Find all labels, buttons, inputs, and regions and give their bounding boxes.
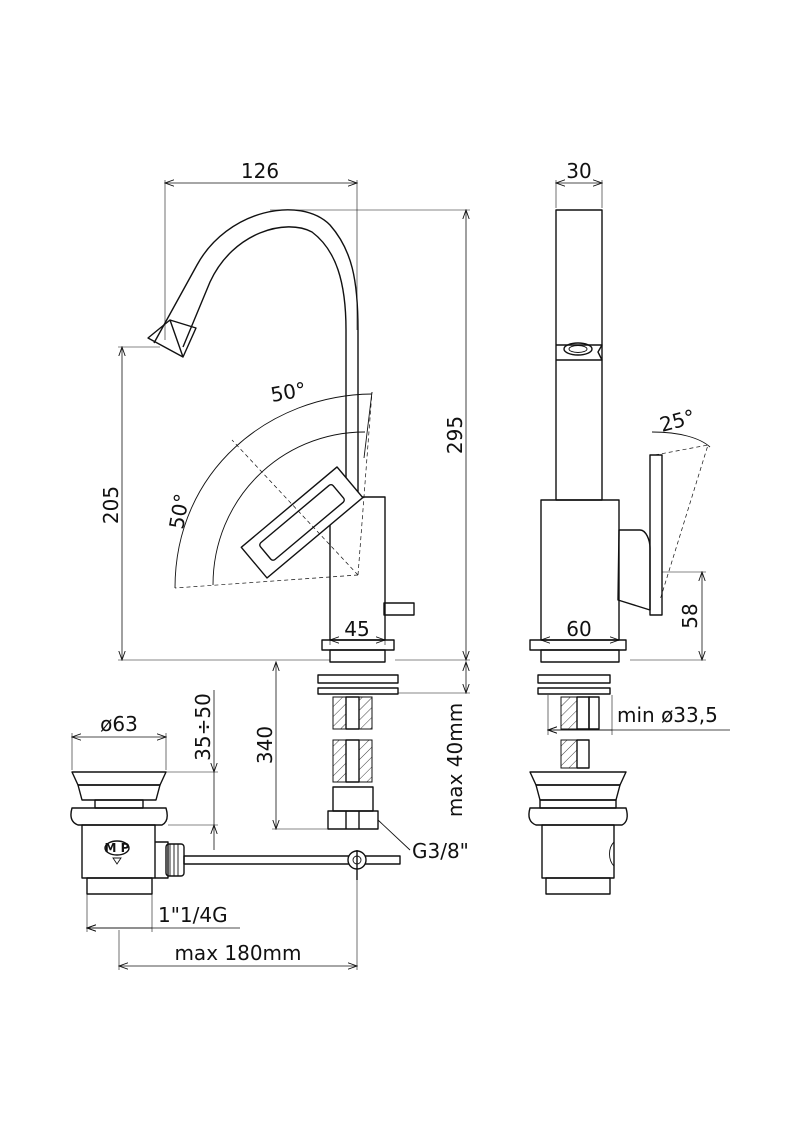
hole-label: min ø33,5 <box>617 703 718 727</box>
front-base <box>321 639 395 651</box>
front-width-label: 126 <box>241 159 279 183</box>
lever-angle-arc-inner <box>212 431 366 586</box>
under-length-label: 340 <box>253 726 277 764</box>
body-width-label: 45 <box>344 617 369 641</box>
front-height-label: 295 <box>443 416 467 454</box>
waste-diameter-label: ø63 <box>100 712 138 736</box>
front-spout <box>153 209 359 497</box>
waste-height-label: 35÷50 <box>191 693 215 761</box>
waste-cap <box>71 771 167 786</box>
side-dimensions: 30 25° 60 58 min ø33,5 <box>541 159 730 735</box>
spout-height-label: 205 <box>99 486 123 524</box>
waste-thread-label: 1"1/4G <box>158 903 228 927</box>
side-view <box>529 209 711 769</box>
waste-logo <box>104 840 130 856</box>
side-lever-angle-label: 25° <box>657 404 697 436</box>
waste-front: M P <box>70 771 401 895</box>
waste-dimensions: ø63 35÷50 1"1/4G max 180mm <box>72 690 357 970</box>
front-side-knob <box>383 602 415 616</box>
lever-angle-arc-outer <box>174 393 373 589</box>
side-lever <box>617 529 651 611</box>
waste-logo-text: M P <box>105 841 130 855</box>
side-body-depth-label: 60 <box>566 617 591 641</box>
front-spout-tip <box>147 319 197 358</box>
side-depth-label: 30 <box>566 159 591 183</box>
waste-side <box>528 771 628 895</box>
front-lever <box>240 466 364 579</box>
lever-angle-top-label: 50° <box>269 377 308 407</box>
lever-angle-side-label: 50° <box>164 492 194 531</box>
waste-rod-length-label: max 180mm <box>174 941 301 965</box>
connection-label: G3/8" <box>412 839 469 863</box>
side-base <box>529 639 627 651</box>
side-lever-handle <box>649 454 663 616</box>
deck-thickness-label: max 40mm <box>443 703 467 817</box>
front-dimensions: 126 295 205 50° 50° 45 340 max 40mm G3/8… <box>99 159 470 863</box>
lever-height-label: 58 <box>678 603 702 628</box>
waste-rod <box>183 855 401 865</box>
